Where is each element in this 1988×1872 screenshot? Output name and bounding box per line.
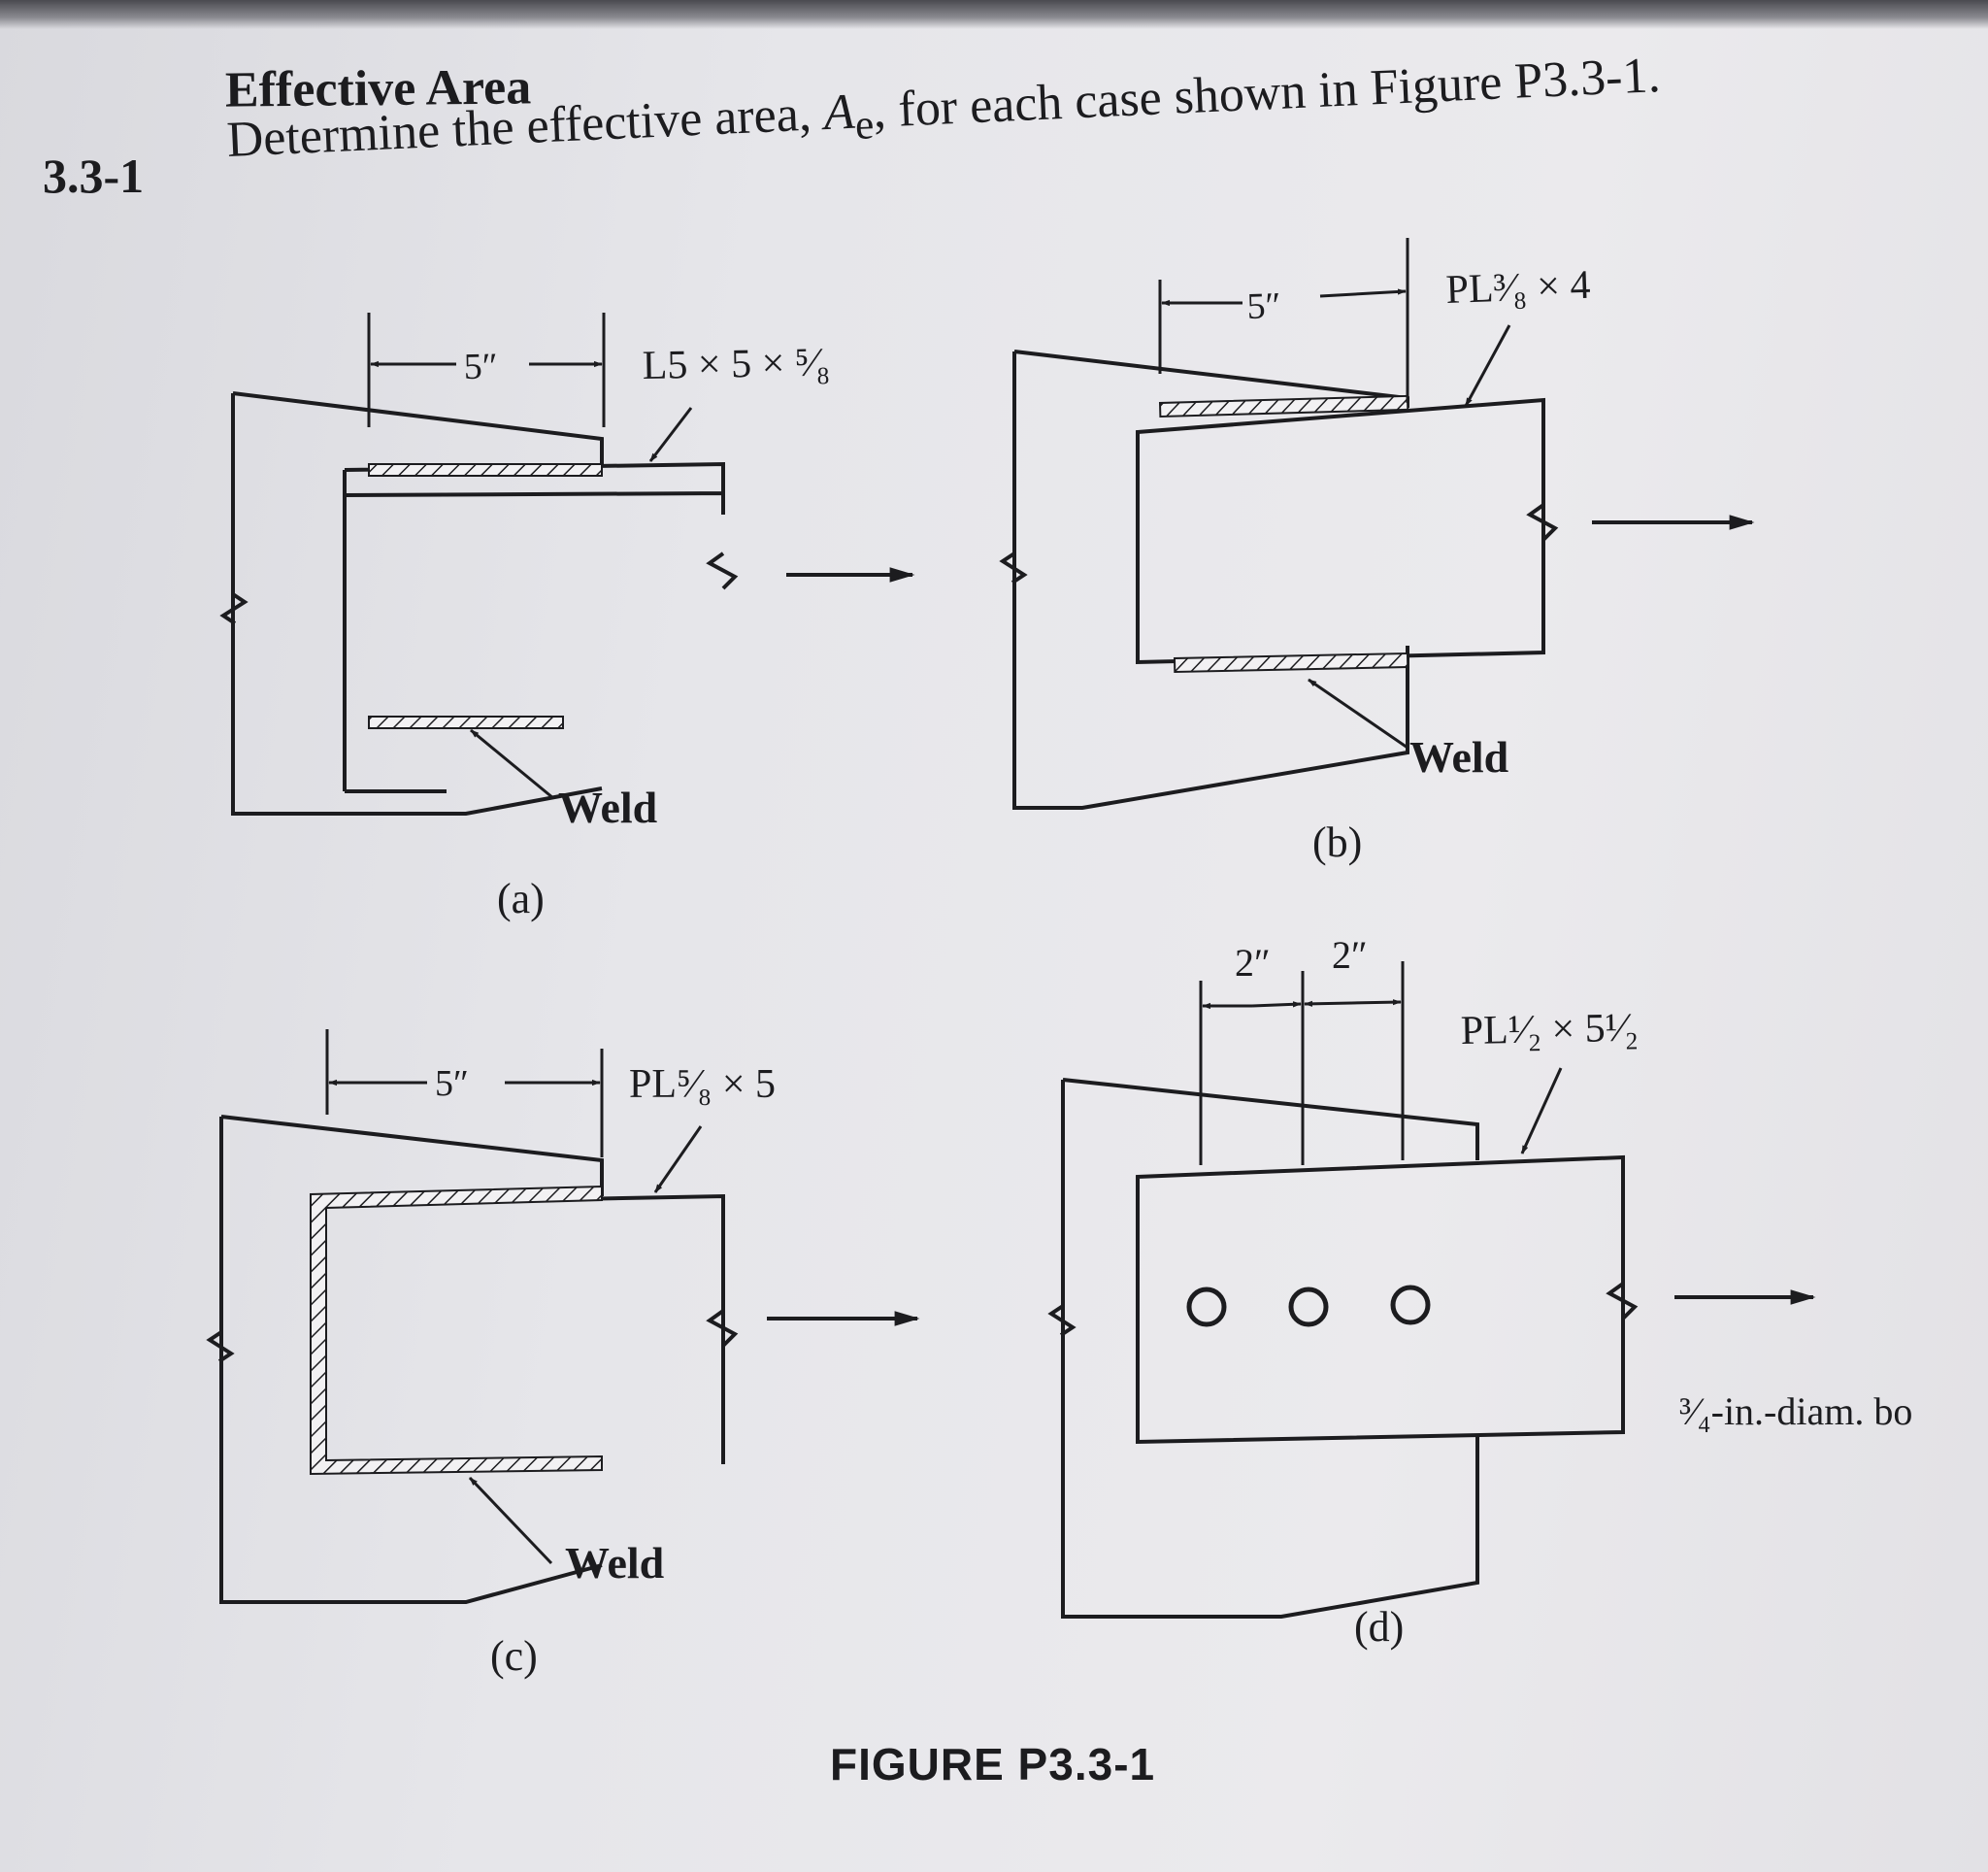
- member-label-c: PL⁵⁄₈ × 5: [629, 1062, 776, 1107]
- angle-member-a: [343, 461, 725, 793]
- dim-label-a: 5″: [463, 346, 498, 387]
- panel-c: [206, 1029, 920, 1604]
- leader-member-b: [1464, 324, 1511, 407]
- weld-bottom-b: [1173, 652, 1409, 674]
- leader-member-d: [1520, 1067, 1563, 1154]
- bolt-hole-3: [1390, 1285, 1431, 1325]
- weld-top-a: [368, 463, 603, 477]
- gusset-plate-b: [1012, 350, 1409, 810]
- leader-member-c: [653, 1125, 703, 1193]
- panel-label-b: (b): [1312, 819, 1362, 866]
- weld-label-b: Weld: [1409, 732, 1509, 782]
- panel-label-a: (a): [497, 875, 545, 922]
- dim-label-c: 5″: [435, 1063, 469, 1104]
- gusset-plate-d: [1061, 1078, 1479, 1619]
- dim-arrow-b-right: [1319, 288, 1407, 298]
- break-line-a-left: [219, 592, 248, 625]
- dim-label-b: 5″: [1246, 285, 1281, 327]
- break-line-d-right: [1606, 1282, 1639, 1320]
- panel-a: [219, 313, 915, 816]
- figure-caption: FIGURE P3.3-1: [830, 1739, 1156, 1789]
- weld-label-a: Weld: [558, 783, 658, 832]
- panel-label-c: (c): [490, 1632, 538, 1680]
- member-label-a: L5 × 5 × ⁵⁄₈: [642, 341, 830, 388]
- break-line-d-left: [1047, 1304, 1077, 1337]
- dim-label-d1: 2″: [1235, 941, 1271, 985]
- dim-arrow-d1-right: [1251, 1001, 1302, 1008]
- leader-weld-b: [1308, 678, 1408, 750]
- leader-weld-a: [470, 728, 554, 800]
- weld-label-c: Weld: [565, 1538, 665, 1588]
- member-label-d: PL¹⁄₂ × 5¹⁄₂: [1460, 1006, 1639, 1053]
- panel-d: [1047, 961, 1816, 1619]
- break-line-b-left: [999, 552, 1028, 585]
- leader-weld-c: [468, 1476, 553, 1565]
- bolt-label-d: ³⁄₄-in.-diam. bo: [1679, 1389, 1912, 1433]
- plate-member-c: [323, 1193, 725, 1470]
- leader-member-a: [648, 407, 693, 462]
- panel-label-d: (d): [1354, 1603, 1404, 1651]
- weld-bottom-a: [368, 716, 564, 729]
- dim-arrow-d2-left: [1304, 1000, 1353, 1007]
- plate-member-d: [1136, 1154, 1625, 1445]
- gusset-plate-a: [231, 391, 604, 816]
- break-line-c-right: [706, 1309, 739, 1348]
- dim-arrow-d2-right: [1351, 999, 1402, 1006]
- problem-number: 3.3-1: [43, 149, 145, 203]
- bolt-hole-2: [1288, 1287, 1329, 1327]
- panel-b: [999, 238, 1755, 810]
- break-line-b-right: [1526, 503, 1559, 542]
- member-label-b: PL³⁄₈ × 4: [1445, 263, 1591, 313]
- weld-c: [310, 1185, 603, 1476]
- plate-member-b: [1136, 397, 1545, 665]
- break-line-c-left: [206, 1330, 235, 1363]
- dim-label-d2: 2″: [1332, 933, 1368, 977]
- break-line-a-right: [706, 552, 739, 590]
- bolt-hole-1: [1186, 1287, 1227, 1327]
